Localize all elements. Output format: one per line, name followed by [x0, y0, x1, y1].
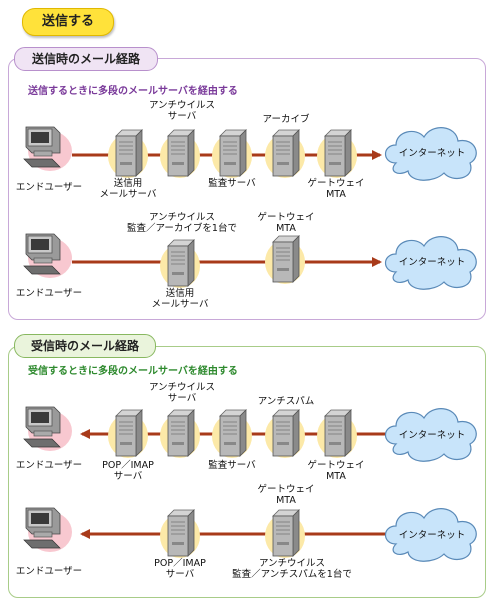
recv-row2-user-label: エンドユーザー — [15, 566, 83, 577]
recv-row1-user-label: エンドユーザー — [15, 460, 83, 471]
recv-row2-server — [265, 509, 305, 558]
send-row1-user-pc — [23, 126, 72, 171]
recv-section-tab: 受信時のメール経路 — [14, 334, 156, 358]
recv-row1-server-label: アンチスパム — [257, 396, 315, 407]
recv-row2-server-label: POP／IMAP サーバ — [154, 558, 206, 580]
send-section-tab: 送信時のメール経路 — [14, 47, 158, 71]
send-row1-server-label: ゲートウェイ MTA — [307, 178, 365, 200]
recv-row1-server — [317, 409, 357, 458]
recv-row2-user-pc — [23, 507, 72, 552]
recv-row1-internet-label: インターネット — [398, 430, 466, 441]
recv-row1-server-label: 監査サーバ — [208, 460, 256, 471]
send-row2-server-label: 送信用 メールサーバ — [151, 288, 209, 310]
send-row1-server — [265, 129, 305, 178]
recv-row1-internet-cloud — [384, 408, 477, 462]
send-subtitle: 送信するときに多段のメールサーバを経由する — [28, 86, 238, 97]
send-row2-internet-cloud — [384, 236, 477, 290]
send-row2-user-pc — [23, 233, 72, 278]
send-row2-server — [265, 235, 305, 284]
recv-row1-server — [212, 409, 252, 458]
recv-row1-server — [265, 409, 305, 458]
send-row2-server-label: アンチウイルス 監査／アーカイブを1台で — [127, 212, 237, 234]
send-row1-server-label: 監査サーバ — [208, 178, 256, 189]
recv-subtitle: 受信するときに多段のメールサーバを経由する — [28, 366, 238, 377]
send-row1-internet-cloud — [384, 127, 477, 181]
send-row1-server-label: アンチウイルス サーバ — [148, 100, 216, 122]
recv-row2-internet-cloud — [384, 508, 477, 562]
recv-row1-server — [108, 409, 148, 458]
send-row1-server — [108, 129, 148, 178]
recv-row2-server — [160, 509, 200, 558]
recv-row2-server-label: ゲートウェイ MTA — [257, 484, 315, 506]
recv-row1-user-pc — [23, 406, 72, 451]
header-pill: 送信する — [22, 8, 114, 36]
send-row2-server-label: ゲートウェイ MTA — [257, 212, 315, 234]
send-row1-server-label: アーカイブ — [262, 114, 310, 125]
send-row2-internet-label: インターネット — [398, 257, 466, 268]
send-row2-user-label: エンドユーザー — [15, 288, 83, 299]
recv-row2-internet-label: インターネット — [398, 530, 466, 541]
send-row2-server — [160, 239, 200, 288]
send-row1-internet-label: インターネット — [398, 148, 466, 159]
send-row1-user-label: エンドユーザー — [15, 182, 83, 193]
send-row1-server — [160, 129, 200, 178]
send-row1-server — [212, 129, 252, 178]
recv-panel — [8, 346, 486, 598]
send-row1-server-label: 送信用 メールサーバ — [99, 178, 157, 200]
recv-row2-server-label: アンチウイルス 監査／アンチスパムを1台で — [232, 558, 352, 580]
recv-row1-server-label: POP／IMAP サーバ — [102, 460, 154, 482]
recv-row1-server-label: ゲートウェイ MTA — [307, 460, 365, 482]
send-row1-server — [317, 129, 357, 178]
recv-row1-server-label: アンチウイルス サーバ — [148, 382, 216, 404]
recv-row1-server — [160, 409, 200, 458]
